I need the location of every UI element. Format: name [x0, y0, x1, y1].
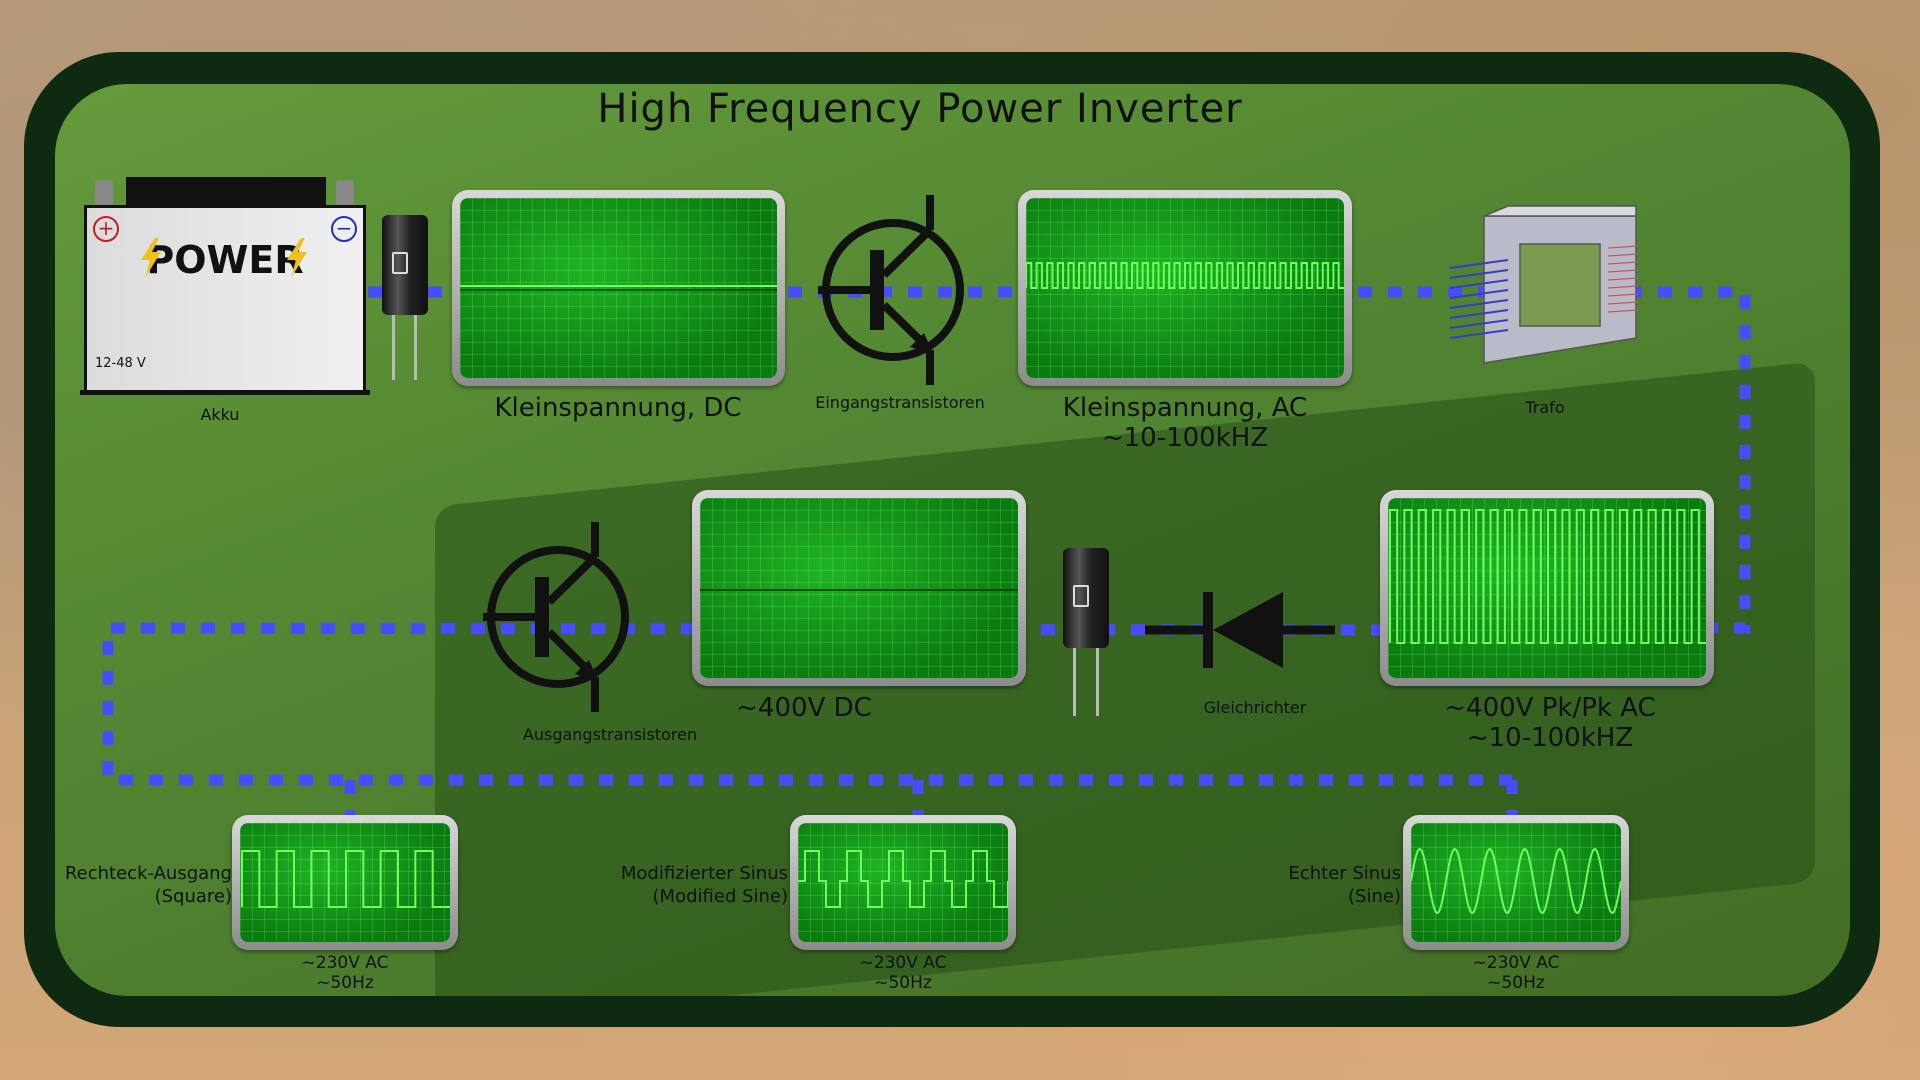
square-output-trace — [241, 850, 450, 908]
battery-label: Akku — [200, 405, 240, 424]
output-modified-sine-volt: ~230V AC — [859, 953, 947, 973]
ac-low-trace — [1026, 262, 1344, 289]
page-title: High Frequency Power Inverter — [597, 86, 1243, 132]
battery-brand: POWER — [146, 238, 304, 282]
modified-sine-output-trace — [798, 850, 1008, 908]
scope-output-square — [232, 815, 458, 950]
output-transistor-icon — [483, 522, 629, 712]
ac-high-label: ~400V Pk/Pk AC — [1444, 693, 1656, 723]
ac-high-freq: ~10-100kHZ — [1466, 723, 1634, 753]
output-sine-name: Echter Sinus — [1288, 863, 1401, 884]
dc-low-label: Kleinspannung, DC — [494, 393, 742, 423]
output-sine-freq: ~50Hz — [1487, 973, 1545, 993]
input-transistors-label: Eingangstransistoren — [815, 393, 985, 412]
output-square-sub: (Square) — [154, 886, 232, 907]
transformer-icon — [1449, 205, 1638, 364]
scope-ac-low — [1018, 190, 1352, 386]
output-square-freq: ~50Hz — [316, 973, 374, 993]
scope-ac-high — [1380, 490, 1714, 686]
output-modified-sine-freq: ~50Hz — [874, 973, 932, 993]
scope-dc-high — [692, 490, 1026, 686]
output-sine-volt: ~230V AC — [1472, 953, 1560, 973]
output-sine-sub: (Sine) — [1348, 886, 1401, 907]
scope-output-sine — [1403, 815, 1629, 950]
wire-top — [368, 286, 1751, 634]
input-transistor-icon — [818, 195, 964, 385]
output-transistors-label: Ausgangstransistoren — [522, 725, 698, 744]
battery-terminal-left — [95, 180, 113, 206]
rectifier-label: Gleichrichter — [1203, 698, 1307, 717]
output-modified-sine-sub: (Modified Sine) — [652, 886, 788, 907]
ac-low-label: Kleinspannung, AC — [1062, 393, 1308, 423]
dc-high-label: ~400V DC — [736, 693, 872, 723]
scope-dc-low — [452, 190, 785, 386]
transformer-label: Trafo — [1525, 398, 1565, 417]
plus-icon: + — [93, 216, 119, 242]
ac-high-trace — [1389, 509, 1706, 644]
battery-voltage: 12-48 V — [95, 356, 146, 371]
lightning-icon-left — [141, 238, 161, 278]
lightning-icon-right — [287, 238, 307, 278]
battery-terminal-right — [336, 180, 354, 206]
battery-top-cap — [126, 177, 326, 205]
minus-icon: − — [331, 216, 357, 242]
ac-low-freq: ~10-100kHZ — [1101, 423, 1269, 453]
battery-body: + − POWER 12-48 V — [84, 205, 366, 395]
diode-icon — [1145, 592, 1335, 668]
output-square-volt: ~230V AC — [301, 953, 389, 973]
scope-output-modified-sine — [790, 815, 1016, 950]
output-square-name: Rechteck-Ausgang — [64, 863, 232, 884]
output-modified-sine-name: Modifizierter Sinus — [620, 863, 788, 884]
sine-output-trace — [1411, 847, 1621, 915]
battery-base — [80, 390, 370, 395]
